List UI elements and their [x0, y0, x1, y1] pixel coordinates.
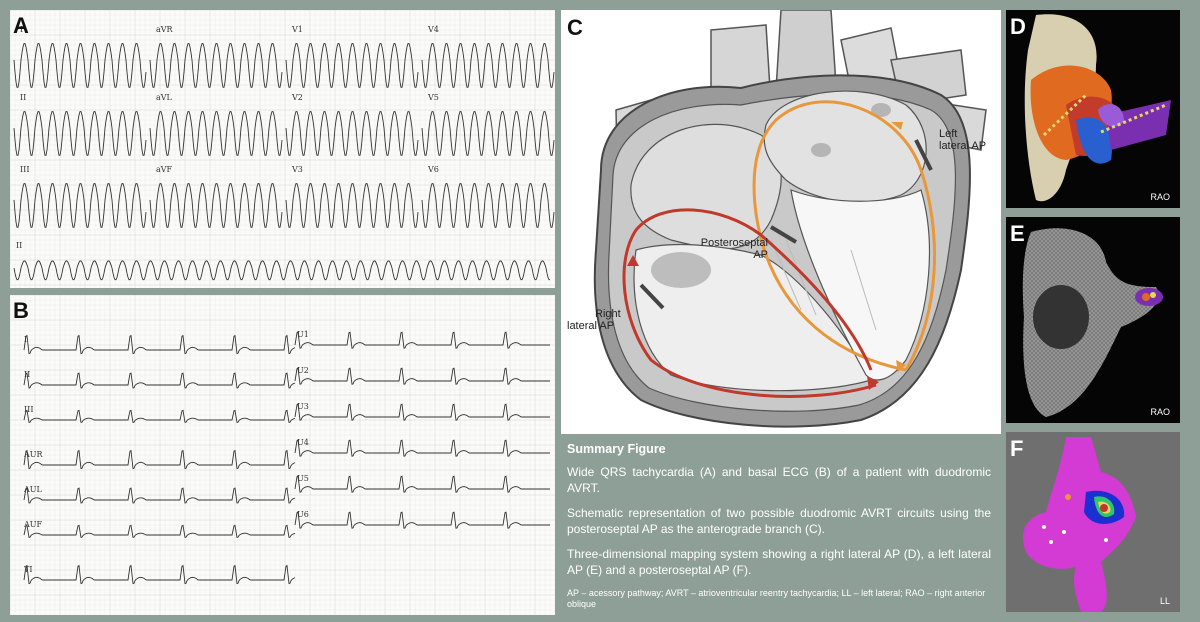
- posteroseptal-ap-label: Posteroseptal AP: [694, 237, 768, 261]
- summary-title: Summary Figure: [567, 442, 666, 456]
- abbreviations-note: AP – acessory pathway; AVRT – atrioventr…: [567, 588, 986, 609]
- panel-label-d: D: [1010, 14, 1026, 39]
- lead-label: AUR: [23, 450, 44, 459]
- lead-label: V1: [291, 25, 303, 34]
- lead-label: I: [20, 25, 23, 34]
- summary-paragraph-1: Wide QRS tachycardia (A) and basal ECG (…: [567, 465, 991, 495]
- view-label-e: RAO: [1150, 407, 1170, 417]
- heart-schematic-panel: C Left lateral AP Posteroseptal AP Right…: [561, 10, 1001, 434]
- lead-label: V6: [427, 165, 439, 174]
- lead-label: U1: [297, 330, 309, 339]
- lead-label: aVR: [156, 25, 174, 34]
- lead-label: aVF: [156, 165, 173, 174]
- lead-label: II: [20, 93, 26, 102]
- posteroseptal-ap-line2: AP: [753, 249, 768, 261]
- left-lateral-ap-line1: Left: [939, 128, 958, 140]
- lead-label: U2: [297, 366, 309, 375]
- panel-label-c: C: [567, 15, 583, 40]
- lead-label: U4: [297, 438, 309, 447]
- view-label-f: LL: [1159, 596, 1170, 606]
- lead-label: V3: [291, 165, 303, 174]
- lead-label: II: [24, 370, 30, 379]
- lead-label: III: [20, 165, 29, 174]
- map-panel-d: D RAO: [1006, 10, 1180, 208]
- map-panel-f: F LL: [1006, 432, 1180, 612]
- lead-label: aVL: [156, 93, 173, 102]
- 3d-map-right-lateral-ap: [1024, 14, 1171, 202]
- lead-label: TI: [24, 565, 33, 574]
- view-label-d: RAO: [1150, 192, 1170, 202]
- lead-label: U3: [297, 402, 309, 411]
- summary-paragraph-3: Three-dimensional mapping system showing…: [567, 547, 991, 577]
- 3d-map-left-lateral-ap: [1022, 228, 1163, 417]
- panel-label-f: F: [1010, 436, 1024, 461]
- left-lateral-ap-label: Left lateral AP: [939, 128, 986, 152]
- lead-label: V4: [427, 25, 439, 34]
- lead-label: U5: [297, 474, 309, 483]
- left-lateral-ap-line2: lateral AP: [939, 140, 987, 152]
- lead-label: II: [16, 241, 22, 250]
- lead-label: AUL: [23, 485, 43, 494]
- lead-label: V5: [427, 93, 439, 102]
- summary-box: Summary Figure Wide QRS tachycardia (A) …: [561, 438, 1001, 622]
- right-lateral-ap-label: Right lateral AP: [567, 308, 621, 332]
- right-lateral-ap-line2: lateral AP: [567, 320, 615, 332]
- lead-label: V2: [291, 93, 303, 102]
- right-lateral-ap-line1: Right: [595, 308, 621, 320]
- panel-label-e: E: [1010, 221, 1025, 246]
- posteroseptal-ap-line1: Posteroseptal: [700, 237, 768, 249]
- lead-label: AUF: [23, 520, 43, 529]
- map-panel-e: E RAO: [1006, 217, 1180, 423]
- lead-label: U6: [297, 510, 309, 519]
- lead-label: III: [24, 405, 33, 414]
- 3d-map-posteroseptal-ap: [1022, 437, 1136, 612]
- panel-label-a: A: [13, 13, 29, 38]
- lead-label: I: [24, 335, 27, 344]
- panel-label-b: B: [13, 298, 29, 323]
- heart-illustration: [593, 10, 987, 428]
- summary-paragraph-2: Schematic representation of two possible…: [567, 506, 991, 536]
